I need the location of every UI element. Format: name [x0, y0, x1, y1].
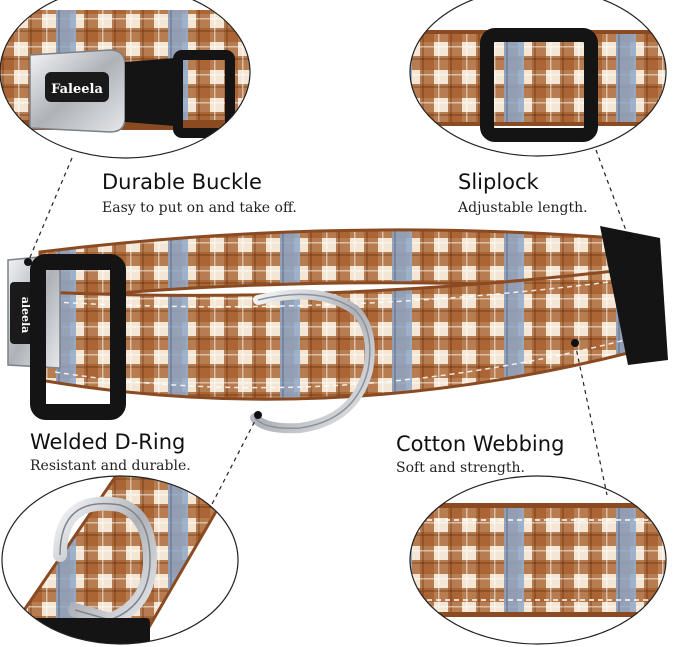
- leader-line-sliplock: [595, 149, 629, 237]
- logo-text: Faleela: [51, 82, 103, 97]
- sliplock-frame: [480, 28, 598, 142]
- sliplock-feature-subtitle: Adjustable length.: [458, 200, 588, 216]
- buckle-keeper: [173, 50, 235, 138]
- collar-main: aleela: [7, 226, 668, 434]
- webbing-closeup-bubble: [409, 475, 667, 645]
- sliplock-closeup-bubble: [409, 0, 667, 157]
- callout-dots: [24, 232, 632, 419]
- callout-leader-lines: [27, 149, 629, 509]
- leader-line-buckle: [27, 157, 73, 263]
- collar-buckle-keeper: [30, 254, 126, 420]
- buckle-plastic-clip: [125, 58, 175, 126]
- dring-closeup-bubble: [1, 475, 239, 645]
- buckle-feature-subtitle: Easy to put on and take off.: [102, 200, 297, 216]
- collar-sliplock: [600, 226, 668, 365]
- buckle-feature-title: Durable Buckle: [102, 170, 262, 194]
- collar-buckle-logo-text: aleela: [19, 297, 32, 334]
- webbing-feature-subtitle: Soft and strength.: [396, 460, 525, 476]
- buckle-closeup-bubble: Faleela: [0, 0, 251, 159]
- webbing-feature-title: Cotton Webbing: [396, 432, 565, 456]
- sliplock-feature-title: Sliplock: [458, 170, 539, 194]
- dring-feature-title: Welded D-Ring: [30, 430, 186, 454]
- leader-line-dring: [209, 414, 259, 509]
- dring-feature-subtitle: Resistant and durable.: [30, 458, 191, 474]
- leader-line-webbing: [574, 342, 608, 496]
